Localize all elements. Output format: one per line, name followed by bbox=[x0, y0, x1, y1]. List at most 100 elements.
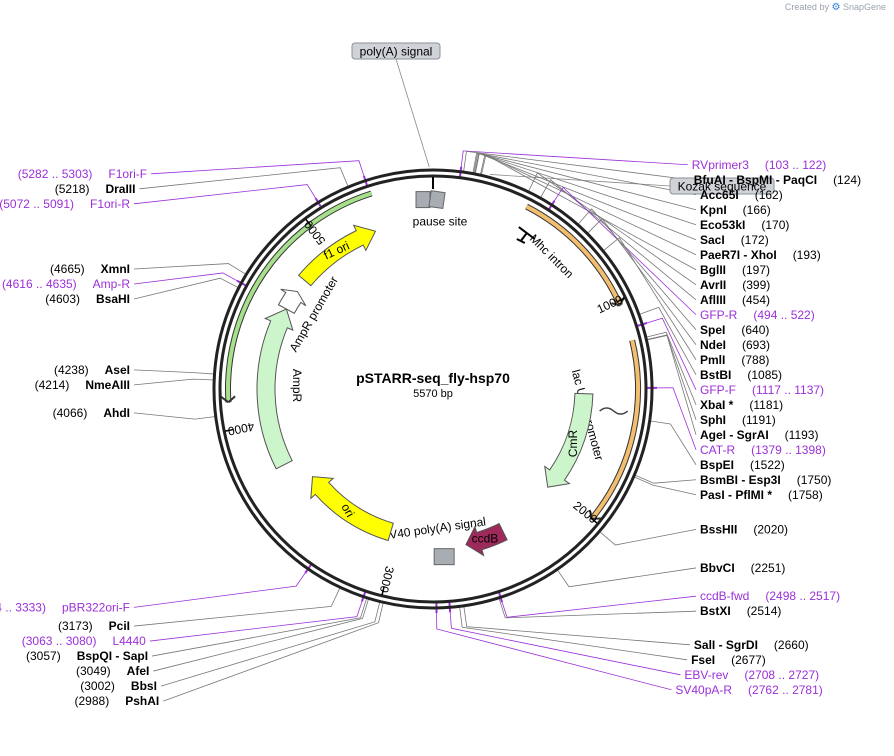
site-l4440[interactable]: (3063 .. 3080) L4440 bbox=[22, 632, 146, 649]
site-label[interactable]: SacI (172) bbox=[700, 231, 769, 248]
site-spei[interactable]: SpeI (640) bbox=[700, 321, 769, 338]
site-label[interactable]: (4066) AhdI bbox=[53, 404, 130, 421]
site-label[interactable]: BbvCI (2251) bbox=[700, 559, 785, 576]
site-avrii[interactable]: AvrII (399) bbox=[700, 276, 770, 293]
site-bsmbi-esp3i[interactable]: BsmBI - Esp3I (1750) bbox=[700, 471, 831, 488]
site-label[interactable]: BstXI (2514) bbox=[700, 602, 781, 619]
site-bstbi[interactable]: BstBI (1085) bbox=[700, 366, 782, 383]
site-label[interactable]: (3002) BbsI bbox=[80, 677, 157, 694]
site-label[interactable]: XbaI * (1181) bbox=[700, 396, 783, 413]
site-pbr322ori-f[interactable]: (3314 .. 3333) pBR322ori-F bbox=[0, 598, 130, 615]
site-pmli[interactable]: PmlI (788) bbox=[700, 351, 769, 368]
site-label[interactable]: SV40pA-R (2762 .. 2781) bbox=[675, 681, 822, 698]
site-bspei[interactable]: BspEI (1522) bbox=[700, 456, 785, 473]
site-f1ori-r[interactable]: (5072 .. 5091) F1ori-R bbox=[0, 195, 130, 212]
site-label[interactable]: RVprimer3 (103 .. 122) bbox=[692, 156, 827, 173]
site-sali-sgrdi[interactable]: SalI - SgrDI (2660) bbox=[694, 636, 809, 653]
site-label[interactable]: (4665) XmnI bbox=[50, 260, 130, 277]
site-label[interactable]: (4238) AseI bbox=[54, 361, 130, 378]
site-kpni[interactable]: KpnI (166) bbox=[700, 201, 771, 218]
site-label[interactable]: BglII (197) bbox=[700, 261, 770, 278]
site-label[interactable]: (4603) BsaHI bbox=[45, 290, 130, 307]
site-label[interactable]: (2988) PshAI bbox=[75, 692, 160, 709]
site-bglii[interactable]: BglII (197) bbox=[700, 261, 770, 278]
site-label[interactable]: NdeI (693) bbox=[700, 336, 770, 353]
site-ahdi[interactable]: (4066) AhdI bbox=[53, 404, 130, 421]
site-label[interactable]: KpnI (166) bbox=[700, 201, 771, 218]
site-label[interactable]: (3063 .. 3080) L4440 bbox=[22, 632, 146, 649]
site-label[interactable]: BstBI (1085) bbox=[700, 366, 782, 383]
site-label[interactable]: CAT-R (1379 .. 1398) bbox=[700, 441, 826, 458]
site-afliii[interactable]: AflIII (454) bbox=[700, 291, 770, 308]
site-paer7i-xhoi[interactable]: PaeR7I - XhoI (193) bbox=[700, 246, 821, 263]
site-label[interactable]: PmlI (788) bbox=[700, 351, 769, 368]
site-label[interactable]: (5282 .. 5303) F1ori-F bbox=[18, 165, 147, 182]
site-label[interactable]: BfuAI - BspMI - PaqCI (124) bbox=[694, 171, 861, 188]
site-label[interactable]: Acc65I (162) bbox=[700, 186, 783, 203]
site-position: (1193) bbox=[785, 428, 819, 442]
site-label[interactable]: BssHII (2020) bbox=[700, 520, 788, 537]
site-saci[interactable]: SacI (172) bbox=[700, 231, 769, 248]
site-fsei[interactable]: FseI (2677) bbox=[691, 651, 766, 668]
site-ndei[interactable]: NdeI (693) bbox=[700, 336, 770, 353]
site-leader bbox=[151, 160, 366, 181]
site-bsahi[interactable]: (4603) BsaHI bbox=[45, 290, 130, 307]
site-eco53ki[interactable]: Eco53kI (170) bbox=[700, 216, 789, 233]
site-label[interactable]: (3314 .. 3333) pBR322ori-F bbox=[0, 598, 130, 615]
site-label[interactable]: BsmBI - Esp3I (1750) bbox=[700, 471, 831, 488]
site-label[interactable]: PaeR7I - XhoI (193) bbox=[700, 246, 821, 263]
site-pshai[interactable]: (2988) PshAI bbox=[75, 692, 160, 709]
site-f1ori-f[interactable]: (5282 .. 5303) F1ori-F bbox=[18, 165, 147, 182]
site-bspqi-sapi[interactable]: (3057) BspQI - SapI bbox=[26, 647, 148, 664]
site-nmeaiii[interactable]: (4214) NmeAIII bbox=[35, 376, 130, 393]
site-label[interactable]: (5072 .. 5091) F1ori-R bbox=[0, 195, 130, 212]
site-ccdb-fwd[interactable]: ccdB-fwd (2498 .. 2517) bbox=[700, 587, 840, 604]
site-xbai[interactable]: XbaI * (1181) bbox=[700, 396, 783, 413]
site-acc65i[interactable]: Acc65I (162) bbox=[700, 186, 783, 203]
site-bbvci[interactable]: BbvCI (2251) bbox=[700, 559, 785, 576]
site-agei-sgrai[interactable]: AgeI - SgrAI (1193) bbox=[700, 426, 818, 443]
site-amp-r[interactable]: (4616 .. 4635) Amp-R bbox=[2, 275, 130, 292]
site-xmni[interactable]: (4665) XmnI bbox=[50, 260, 130, 277]
site-pcii[interactable]: (3173) PciI bbox=[58, 617, 130, 634]
site-label[interactable]: (3173) PciI bbox=[58, 617, 130, 634]
site-name: PaeR7I - XhoI bbox=[700, 248, 777, 262]
site-gfp-f[interactable]: GFP-F (1117 .. 1137) bbox=[700, 381, 824, 398]
site-label[interactable]: (4214) NmeAIII bbox=[35, 376, 130, 393]
site-label[interactable]: BspEI (1522) bbox=[700, 456, 785, 473]
site-label[interactable]: AvrII (399) bbox=[700, 276, 770, 293]
site-rvprimer3[interactable]: RVprimer3 (103 .. 122) bbox=[692, 156, 827, 173]
site-cat-r[interactable]: CAT-R (1379 .. 1398) bbox=[700, 441, 826, 458]
site-label[interactable]: Eco53kI (170) bbox=[700, 216, 789, 233]
site-bstxi[interactable]: BstXI (2514) bbox=[700, 602, 781, 619]
site-ebv-rev[interactable]: EBV-rev (2708 .. 2727) bbox=[684, 666, 819, 683]
site-labels[interactable]: RVprimer3 (103 .. 122)BfuAI - BspMI - Pa… bbox=[0, 156, 861, 709]
site-pasi-pflmi[interactable]: PasI - PflMI * (1758) bbox=[700, 486, 823, 503]
site-sv40pa-r[interactable]: SV40pA-R (2762 .. 2781) bbox=[675, 681, 822, 698]
site-label[interactable]: EBV-rev (2708 .. 2727) bbox=[684, 666, 819, 683]
site-bbsi[interactable]: (3002) BbsI bbox=[80, 677, 157, 694]
site-asei[interactable]: (4238) AseI bbox=[54, 361, 130, 378]
site-label[interactable]: (5218) DraIII bbox=[55, 180, 136, 197]
site-label[interactable]: GFP-F (1117 .. 1137) bbox=[700, 381, 824, 398]
site-draiii[interactable]: (5218) DraIII bbox=[55, 180, 136, 197]
site-afei[interactable]: (3049) AfeI bbox=[76, 662, 149, 679]
site-label[interactable]: FseI (2677) bbox=[691, 651, 766, 668]
site-bsshii[interactable]: BssHII (2020) bbox=[700, 520, 788, 537]
site-label[interactable]: AgeI - SgrAI (1193) bbox=[700, 426, 818, 443]
brand-prefix: Created by bbox=[784, 2, 829, 12]
site-label[interactable]: GFP-R (494 .. 522) bbox=[700, 306, 815, 323]
site-label[interactable]: (3049) AfeI bbox=[76, 662, 149, 679]
site-label[interactable]: SphI (1191) bbox=[700, 411, 776, 428]
site-label[interactable]: SalI - SgrDI (2660) bbox=[694, 636, 809, 653]
site-label[interactable]: ccdB-fwd (2498 .. 2517) bbox=[700, 587, 840, 604]
site-bfuai-bspmi-paqci[interactable]: BfuAI - BspMI - PaqCI (124) bbox=[694, 171, 861, 188]
site-label[interactable]: SpeI (640) bbox=[700, 321, 769, 338]
site-sphi[interactable]: SphI (1191) bbox=[700, 411, 776, 428]
pause-site-box-b bbox=[428, 190, 446, 210]
site-gfp-r[interactable]: GFP-R (494 .. 522) bbox=[700, 306, 815, 323]
site-label[interactable]: (4616 .. 4635) Amp-R bbox=[2, 275, 130, 292]
site-label[interactable]: (3057) BspQI - SapI bbox=[26, 647, 148, 664]
site-label[interactable]: AflIII (454) bbox=[700, 291, 770, 308]
site-label[interactable]: PasI - PflMI * (1758) bbox=[700, 486, 823, 503]
